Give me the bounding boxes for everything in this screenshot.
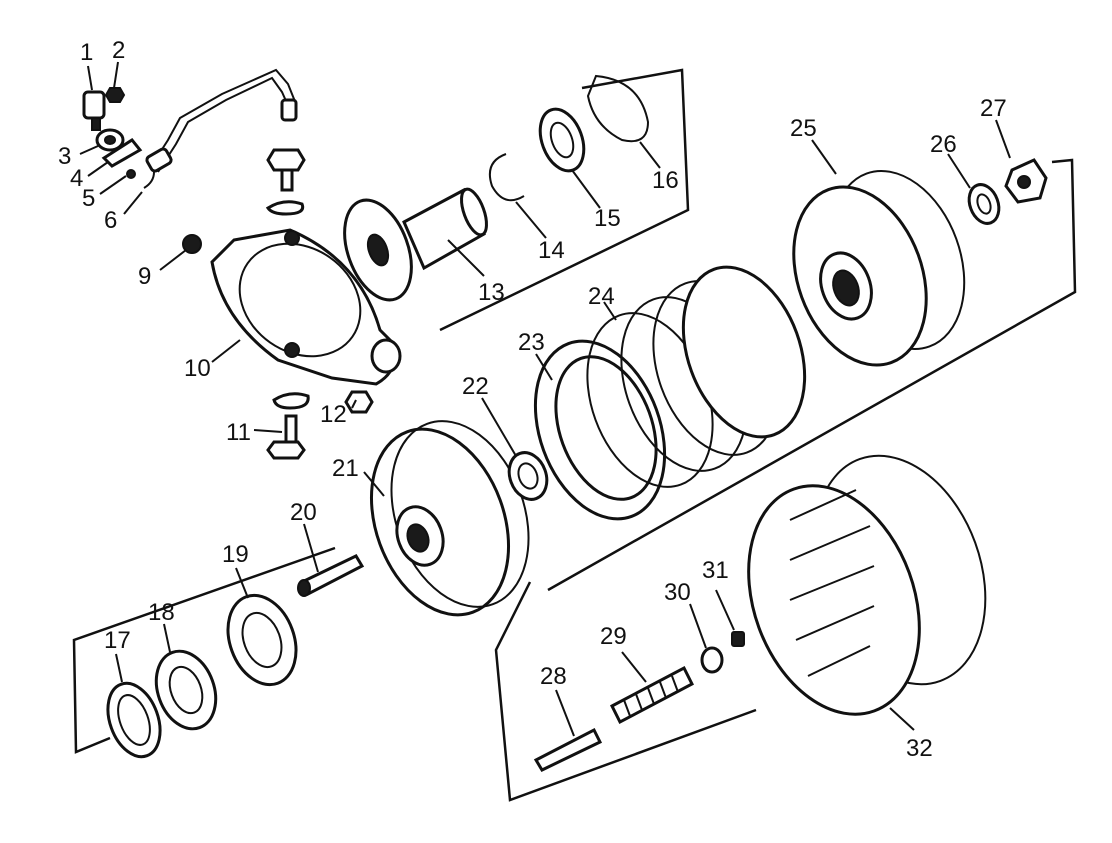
- part-29-spring: [610, 665, 694, 725]
- callout-12: 12: [320, 401, 347, 428]
- part-2-nut: [104, 87, 126, 103]
- brake-pipe: [145, 68, 298, 173]
- part-27-castle-nut: [1004, 158, 1048, 204]
- callout-6: 6: [104, 207, 117, 234]
- callout-23: 23: [518, 329, 545, 356]
- upper-group-frame: [439, 68, 690, 332]
- part-13-axle-flange: [343, 187, 488, 302]
- upper-lock-washer: [265, 200, 305, 216]
- part-1-fitting: [82, 90, 106, 131]
- part-18-bearing: [154, 649, 218, 731]
- callout-27: 27: [980, 95, 1007, 122]
- callout-1: 1: [80, 39, 93, 66]
- lower-left-group-frame: [72, 546, 336, 754]
- callout-2: 2: [112, 37, 125, 64]
- callout-15: 15: [594, 205, 621, 232]
- callout-32: 32: [906, 735, 933, 762]
- part-10-backing-plate: [210, 228, 402, 386]
- callout-14: 14: [538, 237, 565, 264]
- part-6-elbow: [143, 171, 155, 189]
- callout-21: 21: [332, 455, 359, 482]
- callout-31: 31: [702, 557, 729, 584]
- part-26-lock-ring: [967, 183, 1001, 225]
- part-19-cone: [226, 593, 298, 687]
- part-11-bolt: [266, 392, 310, 460]
- upper-bolt: [266, 148, 306, 192]
- callout-30: 30: [664, 579, 691, 606]
- callout-13: 13: [478, 279, 505, 306]
- part-9-bleeder: [182, 234, 202, 254]
- part-3-fitting-body: [95, 128, 125, 152]
- part-21-hub: [369, 420, 530, 617]
- callout-labels: 1 2 3 4 5 6 9 10 11 12 13 14 15 16 17 18…: [58, 37, 1007, 762]
- callout-16: 16: [652, 167, 679, 194]
- callout-28: 28: [540, 663, 567, 690]
- part-5-washer: [126, 169, 136, 179]
- part-25-drum: [792, 169, 966, 367]
- callout-17: 17: [104, 627, 131, 654]
- part-30-nut: [700, 646, 724, 674]
- lower-right-group-frame: [494, 581, 757, 802]
- callout-29: 29: [600, 623, 627, 650]
- part-17-seal: [106, 681, 162, 759]
- callout-3: 3: [58, 143, 71, 170]
- callout-10: 10: [184, 355, 211, 382]
- callout-5: 5: [82, 185, 95, 212]
- part-22-collar: [507, 451, 549, 501]
- callout-19: 19: [222, 541, 249, 568]
- callout-18: 18: [148, 599, 175, 626]
- part-20-stud: [297, 554, 365, 597]
- callout-4: 4: [70, 165, 83, 192]
- callout-22: 22: [462, 373, 489, 400]
- part-32-brake-drum: [747, 454, 987, 716]
- callout-11: 11: [226, 419, 251, 446]
- part-16-retaining-ring: [586, 74, 650, 143]
- part-31-plug: [731, 631, 745, 647]
- part-4-gasket: [101, 138, 143, 168]
- callout-24: 24: [588, 283, 615, 310]
- callout-9: 9: [138, 263, 151, 290]
- callout-26: 26: [930, 131, 957, 158]
- leader-lines: [79, 61, 1011, 737]
- callout-25: 25: [790, 115, 817, 142]
- part-28-pin: [533, 727, 603, 772]
- part-24-discs: [586, 265, 807, 488]
- callout-20: 20: [290, 499, 317, 526]
- right-group-frame: [547, 158, 1077, 592]
- part-14-snap-ring: [488, 153, 525, 202]
- part-12-nut: [344, 390, 374, 414]
- part-15-bearing: [538, 107, 586, 173]
